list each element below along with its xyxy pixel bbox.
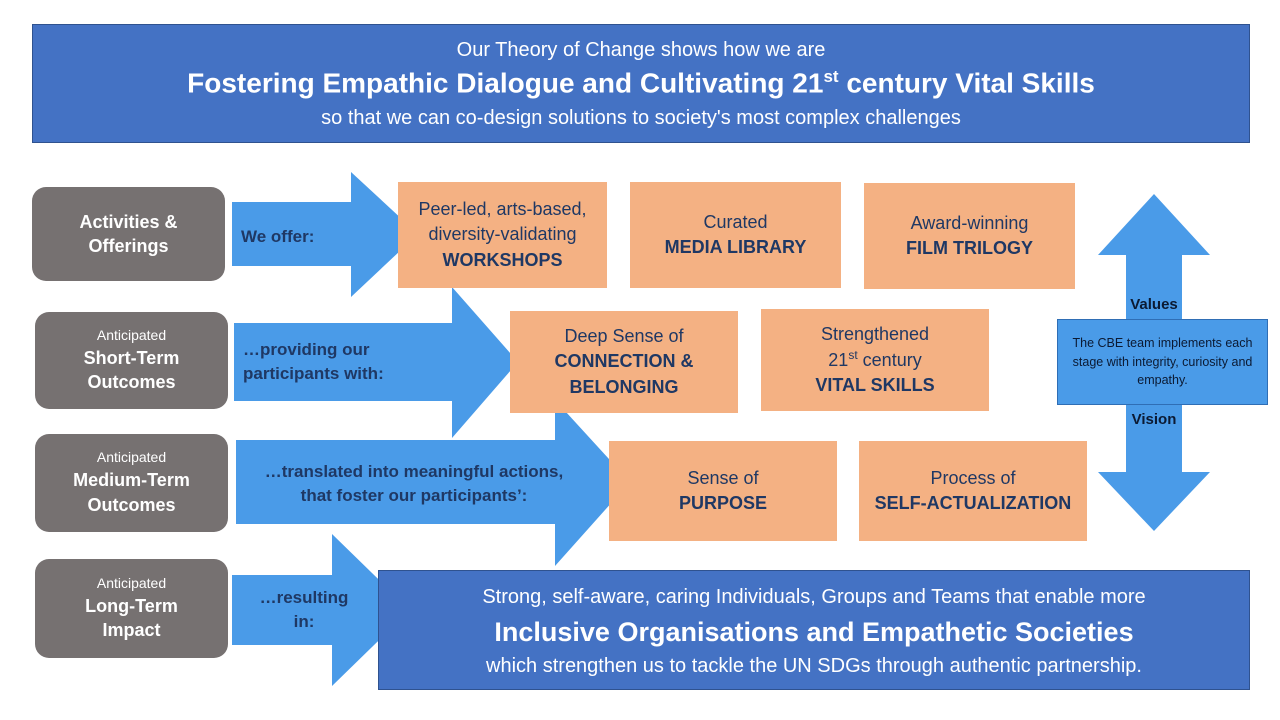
box-media-title: MEDIA LIBRARY — [664, 237, 807, 257]
header-line1: Our Theory of Change shows how we are — [456, 39, 826, 61]
box-workshops-line2: diversity-validating — [428, 224, 577, 245]
label-medium-term-small: Anticipated — [96, 449, 167, 466]
row4-arrow-text-line2: in: — [293, 611, 315, 631]
label-medium-term-line1: Medium-Term — [73, 470, 190, 491]
box-film-trilogy: Award-winning FILM TRILOGY — [864, 183, 1075, 289]
label-medium-term-line2: Outcomes — [87, 494, 176, 515]
box-skills-line2: 21st century — [828, 347, 921, 373]
header-title-text-end: century Vital Skills — [838, 67, 1095, 99]
row1-arrow-text: We offer: — [241, 227, 315, 246]
label-long-term-small: Anticipated — [96, 574, 167, 591]
box-skills-line2-sup: st — [848, 347, 858, 362]
row4-arrow-text: …resulting in: — [250, 586, 358, 634]
row3-arrow — [236, 400, 630, 566]
label-short-term-small: Anticipated — [96, 326, 167, 343]
impact-line1: Strong, self-aware, caring Individuals, … — [482, 586, 1146, 608]
label-short-term-line1: Short-Term — [83, 347, 180, 368]
box-workshops: Peer-led, arts-based, diversity-validati… — [398, 182, 607, 288]
row1-arrow — [232, 172, 418, 297]
box-workshops-title: WORKSHOPS — [442, 249, 563, 270]
cbe-team-box: The CBE team implements each stage with … — [1057, 319, 1268, 405]
row2-arrow — [234, 287, 518, 438]
label-activities: Activities & Offerings — [32, 187, 225, 281]
box-workshops-line1: Peer-led, arts-based, — [418, 199, 587, 220]
header-banner: Our Theory of Change shows how we are Fo… — [32, 24, 1250, 143]
label-activities-line1: Activities & — [79, 211, 178, 232]
row2-arrow-text-line2: participants with: — [243, 363, 384, 383]
box-film-title: FILM TRILOGY — [906, 238, 1033, 258]
box-skills-title: VITAL SKILLS — [815, 375, 935, 396]
label-short-term-line2: Outcomes — [87, 372, 176, 392]
box-connection: Deep Sense of CONNECTION & BELONGING — [510, 311, 738, 413]
header-title: Fostering Empathic Dialogue and Cultivat… — [33, 67, 1249, 99]
box-media-line1: Curated — [703, 211, 768, 232]
impact-title: Inclusive Organisations and Empathetic S… — [494, 617, 1134, 647]
impact-line3: which strengthen us to tackle the UN SDG… — [486, 655, 1142, 677]
box-skills-line2-num: 21 — [828, 349, 849, 370]
label-long-term-line1: Long-Term — [85, 595, 178, 616]
box-film-line1: Award-winning — [910, 212, 1029, 233]
row3-arrow-text: …translated into meaningful actions, tha… — [246, 460, 582, 508]
box-connection-title2: BELONGING — [569, 376, 679, 397]
label-long-term-line2: Impact — [102, 620, 161, 640]
box-skills-line1: Strengthened — [820, 323, 930, 344]
box-purpose-title: PURPOSE — [678, 493, 768, 513]
vision-label: Vision — [1131, 411, 1177, 428]
box-connection-title1: CONNECTION & — [554, 351, 694, 372]
box-connection-line1: Deep Sense of — [564, 326, 684, 347]
header-line3: so that we can co-design solutions to so… — [321, 107, 961, 129]
label-medium-term: Anticipated Medium-Term Outcomes — [35, 434, 228, 532]
values-label: Values — [1130, 296, 1178, 313]
box-self-actualization: Process of SELF-ACTUALIZATION — [859, 441, 1087, 541]
row4-arrow — [232, 534, 410, 686]
label-long-term: Anticipated Long-Term Impact — [35, 559, 228, 658]
row2-arrow-text-line1: …providing our — [243, 340, 370, 359]
impact-box: Strong, self-aware, caring Individuals, … — [378, 570, 1250, 690]
header-title-text: Fostering Empathic Dialogue and Cultivat… — [187, 67, 824, 99]
label-short-term: Anticipated Short-Term Outcomes — [35, 312, 228, 409]
box-media-library: Curated MEDIA LIBRARY — [630, 182, 841, 288]
row3-arrow-text-line2: that foster our participants’: — [300, 485, 528, 505]
box-vital-skills: Strengthened 21st century VITAL SKILLS — [761, 309, 989, 411]
row2-arrow-text: …providing our participants with: — [243, 338, 384, 386]
box-self-line1: Process of — [930, 467, 1016, 488]
row3-arrow-text-line1: …translated into meaningful actions, — [264, 462, 564, 481]
row4-arrow-text-line1: …resulting — [259, 588, 349, 607]
box-skills-line2-text: century — [857, 349, 922, 370]
box-self-title: SELF-ACTUALIZATION — [874, 493, 1072, 513]
header-title-sup: st — [823, 67, 839, 86]
box-purpose-line1: Sense of — [687, 467, 759, 488]
box-purpose: Sense of PURPOSE — [609, 441, 837, 541]
label-activities-line2: Offerings — [88, 236, 169, 256]
